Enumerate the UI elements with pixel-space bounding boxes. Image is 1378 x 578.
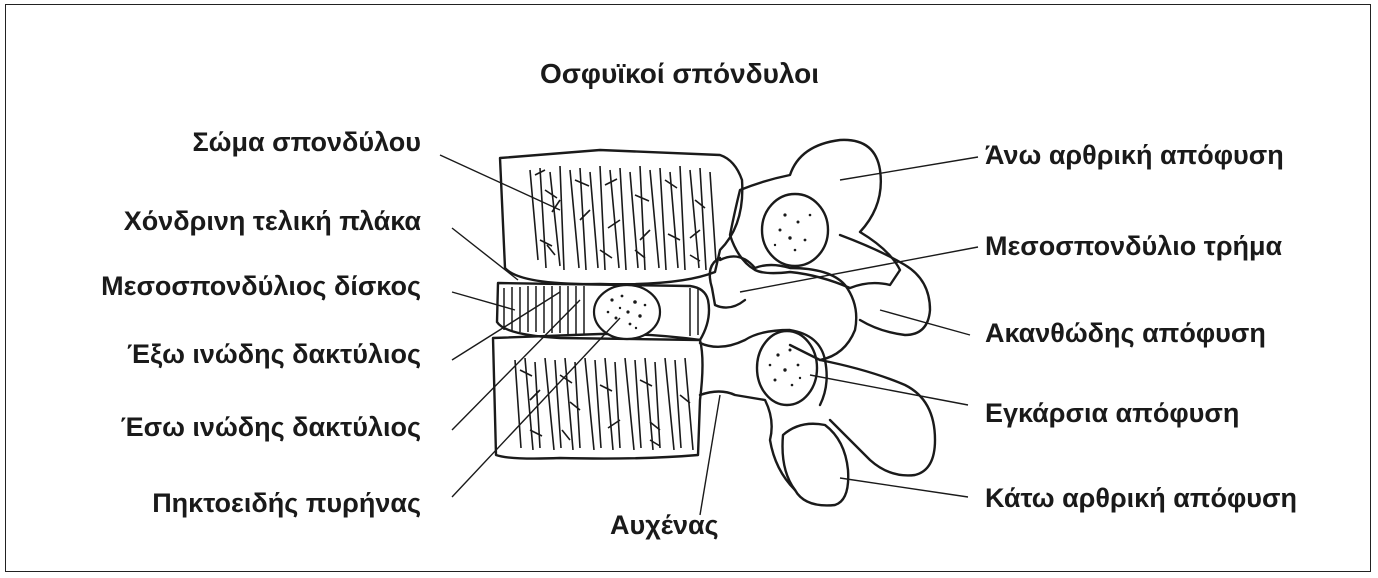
label-vertebral-body: Σώμα σπονδύλου bbox=[192, 129, 421, 156]
leader-disc bbox=[452, 292, 515, 310]
label-transverse-process: Εγκάρσια απόφυση bbox=[985, 400, 1239, 427]
label-inferior-articular-process: Κάτω αρθρική απόφυση bbox=[985, 485, 1297, 512]
neck bbox=[700, 392, 795, 491]
foramen-outline bbox=[710, 258, 745, 308]
label-nucleus-pulposus: Πηκτοειδής πυρήνας bbox=[152, 490, 421, 517]
inferior-articular-process bbox=[783, 424, 849, 506]
diagram-title: Οσφυϊκοί σπόνδυλοι bbox=[540, 60, 819, 88]
label-intervertebral-disc: Μεσοσπονδύλιος δίσκος bbox=[101, 273, 421, 300]
upper-body-texture bbox=[530, 166, 716, 270]
superior-articular-process bbox=[730, 140, 900, 288]
upper-facet bbox=[762, 194, 828, 266]
lower-transverse-process bbox=[820, 360, 935, 475]
label-neck: Αυχένας bbox=[610, 512, 719, 539]
label-intervertebral-foramen: Μεσοσπονδύλιο τρήμα bbox=[985, 233, 1282, 260]
leader-superior-articular bbox=[840, 157, 978, 180]
label-superior-articular-process: Άνω αρθρική απόφυση bbox=[985, 142, 1284, 169]
label-inner-annulus-fibrosus: Έσω ινώδης δακτύλιος bbox=[121, 414, 421, 441]
lower-body-texture bbox=[515, 358, 693, 450]
leader-spinous bbox=[880, 310, 970, 335]
leader-endplate bbox=[452, 228, 518, 280]
label-cartilaginous-endplate: Χόνδρινη τελική πλάκα bbox=[124, 208, 421, 235]
label-spinous-process: Ακανθώδης απόφυση bbox=[985, 320, 1266, 347]
label-outer-annulus-fibrosus: Έξω ινώδης δακτύλιος bbox=[127, 341, 421, 368]
transverse-facet bbox=[757, 331, 817, 405]
leader-neck bbox=[700, 395, 720, 515]
leader-inferior-articular bbox=[840, 478, 968, 497]
